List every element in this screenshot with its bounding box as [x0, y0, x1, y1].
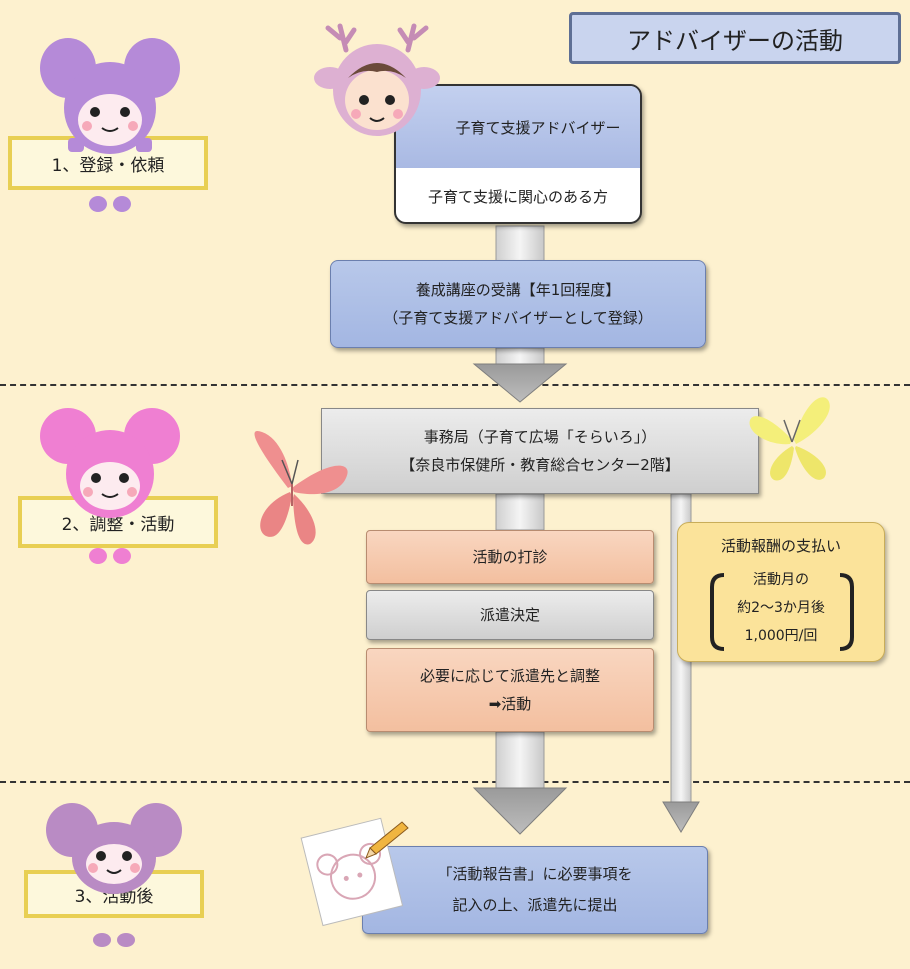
coordination-line-1: 必要に応じて派遣先と調整 — [419, 666, 600, 685]
payment-title: 活動報酬の支払い — [720, 537, 841, 555]
arrow-shaft-4 — [495, 731, 545, 789]
payment-brackets — [710, 573, 854, 651]
arrow-head-4 — [472, 787, 568, 835]
payment-line-1: 活動月の — [753, 572, 809, 588]
payment-box: 活動報酬の支払い 活動月の 約2～3か月後 1,000円/回 — [677, 522, 885, 662]
pencil-icon — [365, 821, 409, 859]
adviser-box: 子育て支援アドバイザー 子育て支援に関心のある方 — [394, 84, 642, 224]
training-course-box: 養成講座の受講【年1回程度】 （子育て支援アドバイザーとして登録） — [330, 260, 706, 348]
adviser-role-label: 子育て支援アドバイザー — [396, 86, 640, 168]
section-divider-2 — [0, 781, 910, 783]
arrow-shaft-3 — [495, 493, 545, 531]
office-line-1: 事務局（子育て広場「そらいろ」） — [423, 427, 657, 446]
inquiry-box: 活動の打診 — [366, 530, 654, 584]
mascot-pink-illustration — [40, 408, 180, 564]
deer-mascot-illustration — [314, 23, 440, 136]
coordination-box: 必要に応じて派遣先と調整 ➡活動 — [366, 648, 654, 732]
arrow-head-5 — [662, 801, 700, 833]
course-line-1: 養成講座の受講【年1回程度】 — [415, 280, 621, 299]
page-title: アドバイザーの活動 — [569, 12, 901, 64]
report-paper-illustration — [300, 817, 409, 927]
section-divider-1 — [0, 384, 910, 386]
report-line-2: 記入の上、派遣先に提出 — [452, 896, 618, 914]
adviser-target-label: 子育て支援に関心のある方 — [427, 187, 608, 206]
mascot-purple-illustration — [40, 38, 180, 212]
office-line-2: 【奈良市保健所・教育総合センター2階】 — [400, 456, 680, 474]
payment-line-2: 約2～3か月後 — [737, 600, 825, 616]
report-box: 「活動報告書」に必要事項を 記入の上、派遣先に提出 — [362, 846, 708, 934]
red-butterfly-illustration — [254, 430, 348, 545]
report-line-1: 「活動報告書」に必要事項を — [437, 864, 633, 883]
office-box: 事務局（子育て広場「そらいろ」） 【奈良市保健所・教育総合センター2階】 — [321, 408, 759, 494]
mascot-mauve-illustration — [46, 803, 182, 947]
arrow-head-2 — [472, 363, 568, 403]
payment-line-3: 1,000円/回 — [744, 628, 818, 644]
decision-box: 派遣決定 — [366, 590, 654, 640]
arrow-shaft-1 — [495, 225, 545, 265]
yellow-butterfly-illustration — [749, 397, 830, 481]
arrow-shaft-2 — [495, 347, 545, 365]
coordination-line-2: ➡活動 — [488, 695, 532, 713]
course-line-2: （子育て支援アドバイザーとして登録） — [383, 309, 653, 327]
